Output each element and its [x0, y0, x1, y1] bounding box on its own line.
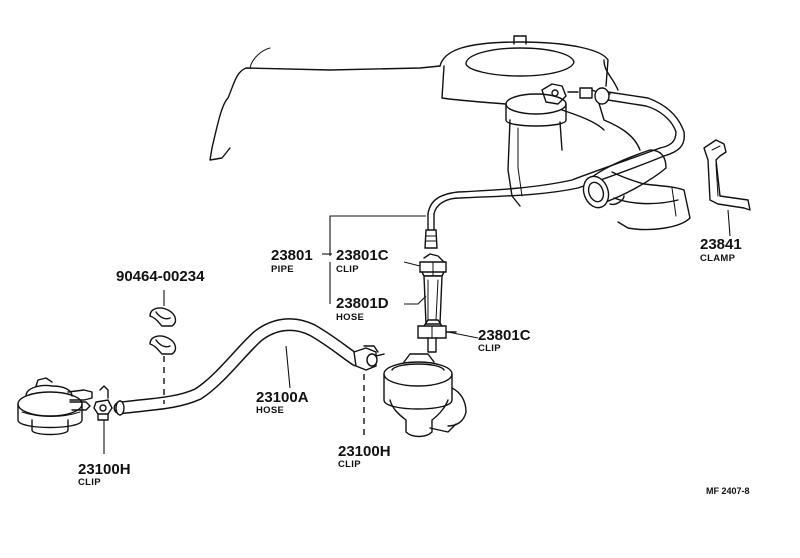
part-number: 23801D [336, 295, 389, 312]
pipe-23801 [424, 91, 685, 249]
hose-23801d [423, 275, 443, 325]
part-number: 23841 [700, 236, 742, 253]
clip-23801c-lower [417, 319, 457, 339]
part-label-23801: 23801 PIPE [271, 247, 313, 275]
part-label-23801c-lower: 23801C CLIP [478, 327, 531, 354]
part-number: 23100H [338, 443, 391, 460]
part-label-90464-00234: 90464-00234 [116, 268, 205, 285]
part-name: HOSE [336, 312, 364, 323]
part-name: CLAMP [700, 253, 736, 264]
filler-cap [505, 93, 567, 207]
part-name: CLIP [478, 343, 501, 354]
part-label-23100a: 23100A HOSE [256, 389, 309, 416]
part-name: CLIP [78, 477, 101, 488]
part-name: HOSE [256, 405, 284, 416]
part-label-23841: 23841 CLAMP [700, 236, 742, 264]
part-name: PIPE [271, 264, 294, 275]
vacuum-canister [383, 337, 467, 438]
part-label-23100h-right: 23100H CLIP [338, 443, 391, 470]
clip-23100h-left [93, 385, 113, 421]
hose-23100a [113, 318, 363, 416]
part-number: 90464-00234 [116, 268, 205, 285]
part-number: 23100A [256, 389, 309, 406]
part-number: 23801C [478, 327, 531, 344]
part-label-23100h-left: 23100H CLIP [78, 461, 131, 488]
fuel-sender [17, 377, 93, 436]
leader-lines [103, 209, 731, 454]
part-name: CLIP [336, 264, 359, 275]
part-number: 23801C [336, 247, 389, 264]
figure-code: MF 2407-8 [706, 486, 750, 496]
air-horn [582, 149, 667, 209]
clamp-23841 [703, 139, 751, 211]
pipe-inlet-fitting [541, 83, 611, 105]
part-name: CLIP [338, 459, 361, 470]
clip-90464-00234 [149, 307, 177, 355]
part-number: 23100H [78, 461, 131, 478]
engine-block-outline [209, 35, 691, 231]
part-label-23801c-upper: 23801C CLIP [336, 247, 389, 275]
clip-23801c-upper [419, 253, 447, 277]
part-label-23801d: 23801D HOSE [336, 295, 389, 323]
clip-23100h-right [353, 345, 385, 371]
reference-dashed-lines [163, 356, 365, 440]
part-number: 23801 [271, 247, 313, 264]
